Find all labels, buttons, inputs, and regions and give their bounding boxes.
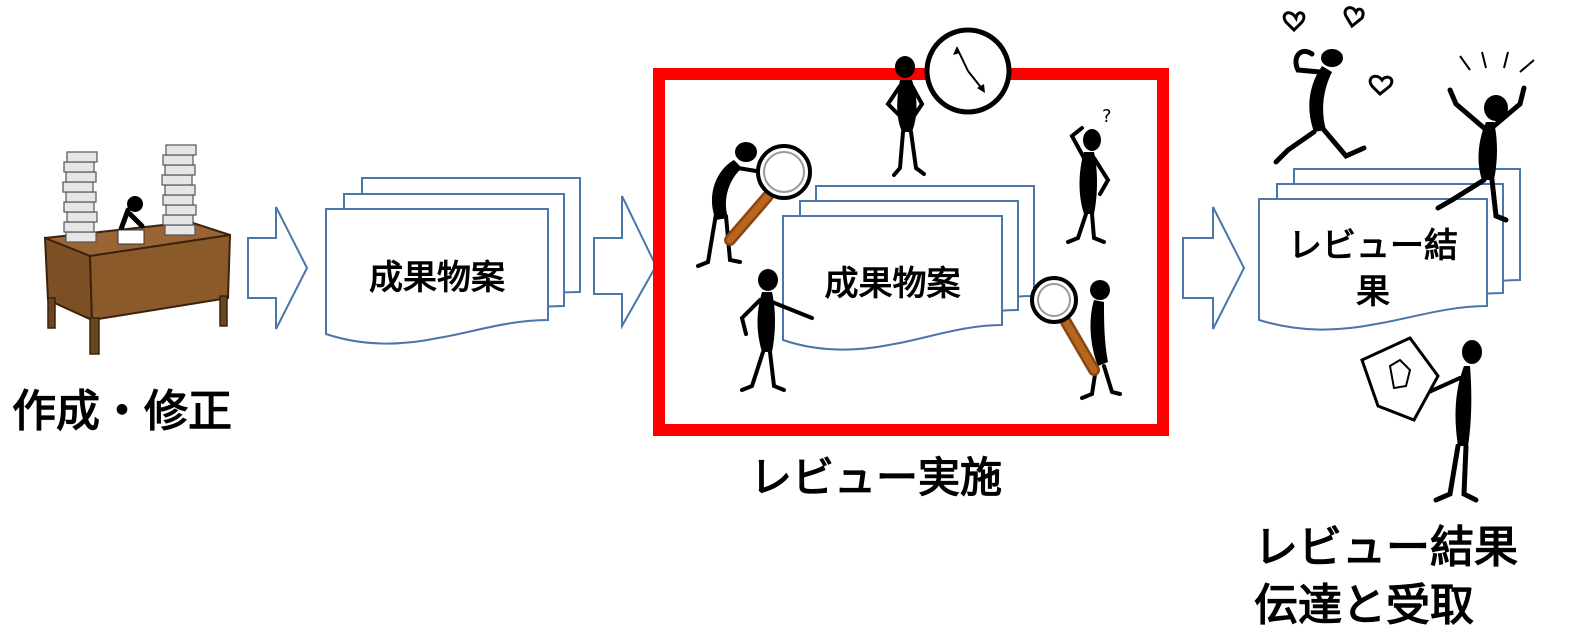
- heart-icon: [1368, 74, 1394, 97]
- step-result-label-line2: 伝達と受取: [1254, 580, 1474, 631]
- arrow-right-icon: [1182, 206, 1246, 330]
- document-stack-icon: [782, 185, 1035, 351]
- step-review-label: レビュー実施: [750, 453, 1003, 502]
- stick-figure-icon: [696, 142, 764, 268]
- heart-icon: [1343, 6, 1365, 29]
- arrow-right-icon: [247, 206, 309, 330]
- stick-figure-icon: [885, 56, 926, 177]
- document-stack-icon: [325, 177, 581, 345]
- heart-icon: [1282, 11, 1306, 33]
- review-doc-label: 成果物案: [824, 264, 961, 304]
- magnifier-icon: [1030, 276, 1100, 376]
- magnifier-icon: [724, 144, 812, 246]
- stick-figure-icon: [1418, 340, 1482, 503]
- stick-figure-icon: [739, 269, 814, 392]
- arrow-right-icon: [593, 195, 658, 330]
- stick-figure-icon: [1273, 48, 1367, 165]
- result-doc-label-line1: レビュー結: [1288, 226, 1458, 266]
- question-mark-icon: ?: [1102, 106, 1112, 127]
- stick-figure-icon: [1435, 51, 1535, 223]
- desk-with-paper-stacks-icon: [43, 144, 232, 355]
- document-icon: [1360, 336, 1440, 422]
- stick-figure-icon: [1080, 280, 1122, 400]
- result-doc-label-line2: 果: [1356, 272, 1390, 312]
- clock-icon: [924, 27, 1012, 115]
- draft-doc-label: 成果物案: [369, 258, 505, 298]
- document-stack-icon: [1258, 168, 1521, 331]
- step-result-label-line1: レビュー結果: [1254, 522, 1518, 573]
- stick-figure-icon: [1066, 126, 1111, 244]
- step-create-label: 作成・修正: [12, 386, 232, 437]
